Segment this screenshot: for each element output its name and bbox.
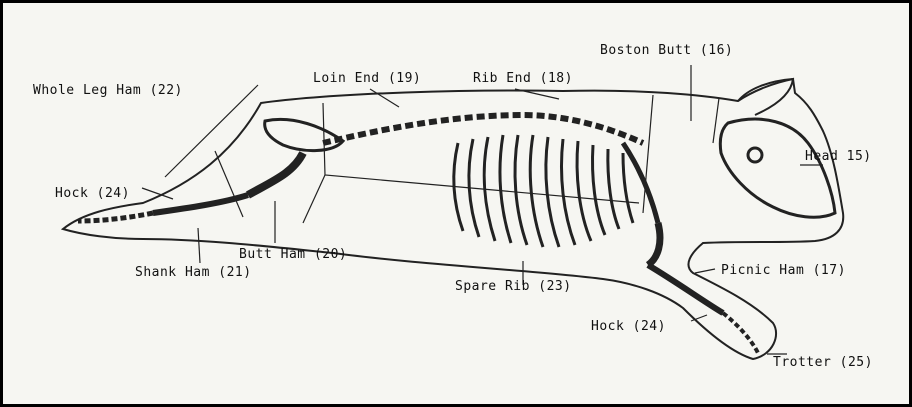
spine [323,115,643,143]
label-loin-end: Loin End (19) [313,71,421,86]
label-butt-ham: Butt Ham (20) [239,247,347,262]
label-spare-rib: Spare Rib (23) [455,279,572,294]
label-head: Head 15) [805,149,872,164]
cut-lines [215,95,719,223]
rear-shin [153,195,248,213]
label-picnic-ham: Picnic Ham (17) [721,263,846,278]
eye-socket [748,148,762,162]
label-hock-front: Hock (24) [591,319,666,334]
rear-femur [248,153,303,195]
label-whole-leg-ham: Whole Leg Ham (22) [33,83,183,98]
label-shank-ham: Shank Ham (21) [135,265,252,280]
skull [720,119,835,217]
label-trotter: Trotter (25) [773,355,873,370]
front-foreleg [648,265,723,313]
pelvis [265,119,343,150]
front-humerus [648,223,660,265]
label-rib-end: Rib End (18) [473,71,573,86]
label-boston-butt: Boston Butt (16) [600,43,733,58]
label-hock-rear: Hock (24) [55,186,130,201]
pig-skeleton-drawing [3,3,909,404]
rib-cage [454,135,633,247]
